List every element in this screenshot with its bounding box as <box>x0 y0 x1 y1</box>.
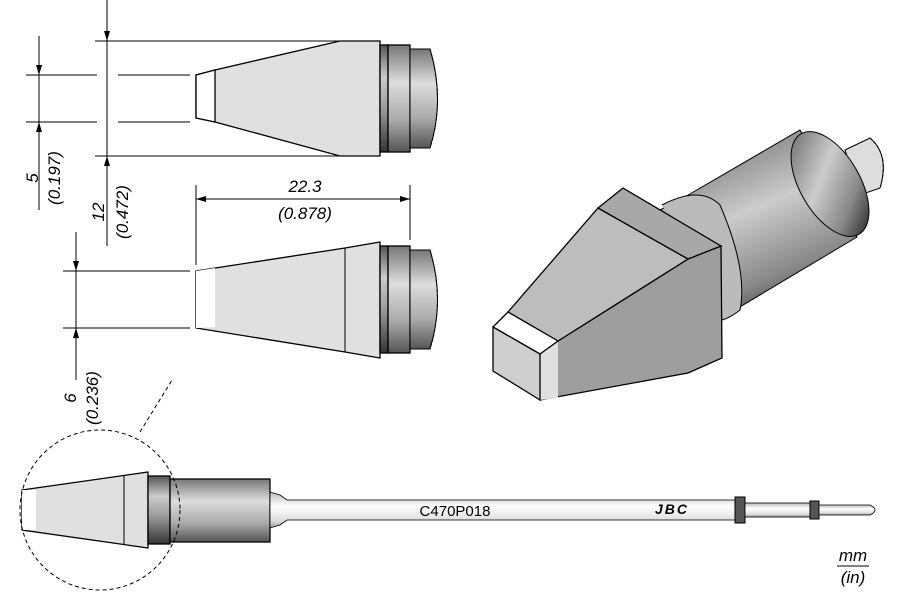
dim-tip-width-mm: 5 <box>23 173 42 183</box>
cartridge-view: C470P018 JBC <box>19 379 876 591</box>
dim-thickness-in: (0.236) <box>83 371 102 425</box>
part-number: C470P018 <box>420 503 491 520</box>
dim-length-in: (0.878) <box>278 204 332 223</box>
dim-total-width-mm: 12 <box>89 202 108 221</box>
tip-side-face <box>195 241 381 359</box>
unit-in: (in) <box>841 568 866 587</box>
length-dimension: 22.3 (0.878) <box>195 177 411 265</box>
unit-mm: mm <box>839 546 867 565</box>
dim-length-mm: 22.3 <box>287 177 322 196</box>
dim-tip-width-in: (0.197) <box>45 151 64 205</box>
dim-thickness-mm: 6 <box>61 393 80 403</box>
top-view: 5 (0.197) 12 (0.472) <box>23 0 438 246</box>
dim-total-width-in: (0.472) <box>113 185 132 239</box>
side-view: 6 (0.236) <box>61 232 438 425</box>
detail-circle <box>19 429 181 591</box>
tip-top-face <box>195 40 381 157</box>
isometric-view <box>491 129 884 402</box>
units-legend: mm (in) <box>837 546 869 587</box>
brand-logo: JBC <box>655 501 689 517</box>
